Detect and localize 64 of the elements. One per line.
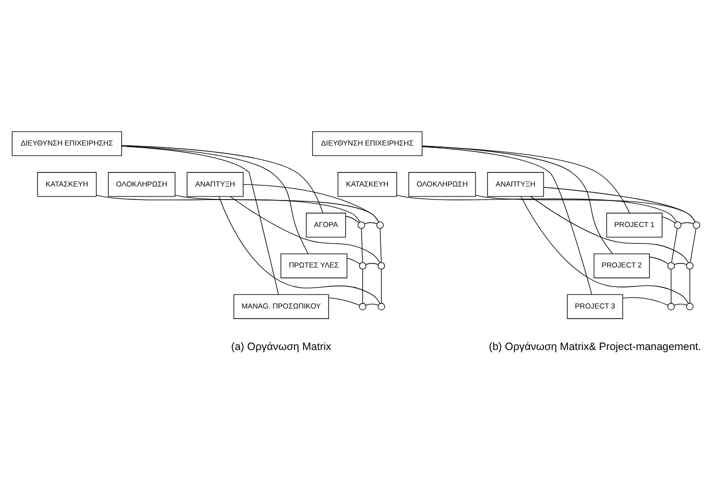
connector — [680, 222, 694, 224]
node-circle — [667, 302, 675, 310]
connector — [121, 145, 279, 294]
node-box: ΚΑΤΑΣΚΕΥΗ — [37, 172, 97, 196]
node-circle — [376, 220, 384, 228]
connector — [96, 194, 360, 222]
connector — [366, 303, 379, 306]
connector — [381, 268, 382, 303]
connector — [520, 196, 689, 304]
connector — [690, 228, 696, 262]
connector — [242, 184, 379, 222]
connector — [362, 268, 363, 303]
connector — [122, 144, 324, 213]
node-box: ΟΛΟΚΛΗΡΩΣΗ — [108, 172, 176, 196]
node-box: ΑΓΟΡΑ — [306, 212, 346, 237]
connector — [122, 145, 308, 254]
label: (b) Οργάνωση Matrix& Project-management. — [488, 340, 702, 352]
node-circle — [359, 262, 366, 270]
connector — [671, 228, 678, 262]
node-box: PROJECT 1 — [606, 212, 662, 237]
label: (a) Οργάνωση Matrix — [231, 340, 332, 352]
connector — [364, 222, 378, 224]
connector — [422, 145, 613, 254]
node-box: MANAG. ΠΡΟΣΩΠΙΚΟΥ — [233, 294, 329, 318]
node-circle — [378, 302, 386, 310]
connector — [380, 228, 382, 262]
connector — [230, 196, 380, 263]
connector — [361, 228, 363, 262]
node-box: ΔΙΕΥΘΥΝΣΗ ΕΠΙΧΕΙΡΗΣΗΣ — [12, 130, 122, 156]
connector — [328, 296, 360, 306]
node-box: ΑΝΑΠΤΥΞΗ — [186, 172, 244, 196]
connector — [670, 268, 672, 303]
connector — [475, 194, 696, 222]
node-circle — [359, 302, 366, 310]
connector — [218, 196, 380, 304]
node-circle — [686, 262, 694, 270]
node-circle — [378, 262, 386, 270]
connector — [543, 186, 696, 222]
connector — [174, 194, 380, 222]
node-box: PROJECT 2 — [594, 253, 650, 278]
connector — [396, 194, 677, 222]
node-box: ΑΝΑΠΤΥΞΗ — [487, 172, 544, 196]
connector — [346, 215, 359, 222]
connector — [422, 145, 630, 213]
connector — [346, 257, 360, 264]
node-box: ΟΛΟΚΛΗΡΩΣΗ — [408, 172, 476, 196]
connector — [530, 196, 689, 263]
connector — [622, 296, 668, 305]
connector — [674, 303, 687, 306]
node-circle — [686, 302, 694, 310]
node-box: PROJECT 3 — [566, 294, 624, 318]
connector — [662, 216, 676, 223]
node-box: ΔΙΕΥΘΥΝΣΗ ΕΠΙΧΕΙΡΗΣΗΣ — [312, 130, 422, 156]
node-circle — [674, 220, 682, 228]
connector — [689, 268, 690, 303]
node-circle — [692, 220, 700, 228]
connector — [422, 146, 592, 294]
connector — [649, 256, 669, 264]
node-circle — [358, 220, 365, 228]
node-box: ΠΡΩΤΕΣ ΥΛΕΣ — [280, 253, 348, 278]
node-box: ΚΑΤΑΣΚΕΥΗ — [338, 172, 398, 196]
connector — [366, 262, 379, 264]
node-circle — [667, 262, 675, 270]
connector — [674, 262, 687, 264]
